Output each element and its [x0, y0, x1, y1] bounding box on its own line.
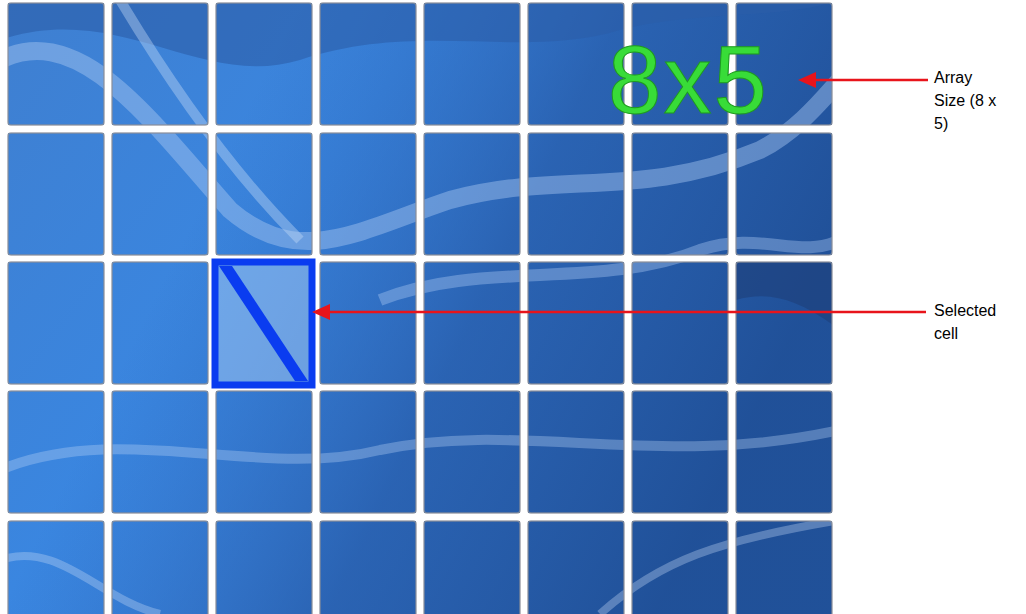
callout-label: Selected cell [934, 299, 1006, 345]
callout-label: Array Size (8 x 5) [934, 66, 1006, 135]
callout-arrow [312, 304, 926, 320]
array-size-overlay: 8x5 [608, 30, 769, 130]
callout-arrow [798, 72, 928, 88]
selected-cell-marker [215, 262, 312, 385]
